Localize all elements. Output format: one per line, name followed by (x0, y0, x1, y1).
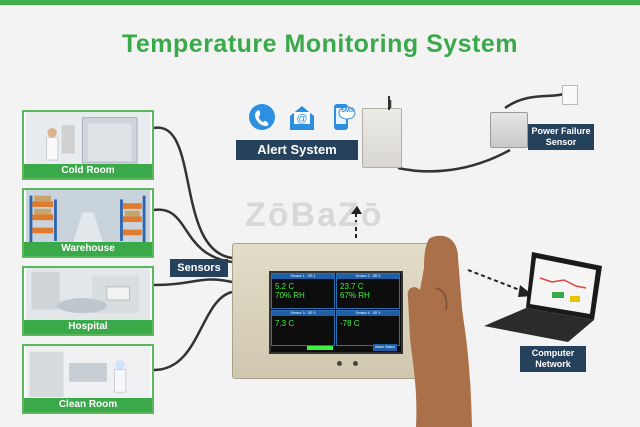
top-accent-bar (0, 0, 640, 5)
room-warehouse: Warehouse (22, 188, 154, 258)
room-label: Hospital (24, 320, 152, 334)
email-icon: @ (288, 102, 316, 132)
computer-network-label: Computer Network (520, 346, 586, 372)
room-label: Clean Room (24, 398, 152, 412)
power-failure-label: Power Failure Sensor (528, 124, 594, 150)
wall-outlet (562, 85, 578, 105)
phone-icon (249, 104, 275, 130)
sensor-header: Sensor 1 - SR 1 (272, 274, 334, 279)
temperature-value: 23.7 C (340, 282, 364, 291)
humidity-value: 70% RH (275, 291, 305, 300)
room-label: Warehouse (24, 242, 152, 256)
device-screen: Sensor 1 - SR 1 5.2 C 70% RH Sensor 2 - … (269, 271, 403, 354)
sensor-cell: Sensor 2 - SR 2 23.7 C 67% RH (336, 273, 400, 309)
sms-text: SMS (341, 108, 355, 114)
room-label: Cold Room (24, 164, 152, 178)
sensor-header: Sensor 4 - SR 4 (337, 311, 399, 316)
room-hospital: Hospital (22, 266, 154, 336)
hand-image (407, 235, 472, 427)
power-failure-sensor (490, 112, 528, 148)
watermark: ZōBaZō (245, 196, 384, 234)
room-clean-room: Clean Room (22, 344, 154, 414)
sensor-cell: Sensor 4 - SR 4 -78 C (336, 310, 400, 346)
antenna (388, 96, 390, 110)
temperature-value: 7.3 C (275, 319, 295, 328)
sensors-label: Sensors (170, 259, 228, 277)
alert-system-label: Alert System (236, 140, 358, 160)
sensor-cell: Sensor 3 - SR 3 7.3 C (271, 310, 335, 346)
room-cold-room: Cold Room (22, 110, 154, 180)
sms-icon: SMS (330, 102, 356, 132)
led-indicator (353, 361, 358, 366)
alert-transmitter (362, 108, 402, 168)
svg-text:@: @ (296, 113, 307, 125)
sensor-header: Sensor 3 - SR 3 (272, 311, 334, 316)
temperature-value: -78 C (340, 319, 360, 328)
laptop-image (484, 252, 602, 342)
sensor-header: Sensor 2 - SR 2 (337, 274, 399, 279)
temperature-value: 5.2 C (275, 282, 295, 291)
sensor-cell: Sensor 1 - SR 1 5.2 C 70% RH (271, 273, 335, 309)
led-indicator (337, 361, 342, 366)
page-title: Temperature Monitoring System (121, 30, 519, 58)
status-progress (307, 346, 333, 350)
humidity-value: 67% RH (340, 291, 370, 300)
alarm-status-button[interactable]: Alarm Status (373, 344, 397, 351)
